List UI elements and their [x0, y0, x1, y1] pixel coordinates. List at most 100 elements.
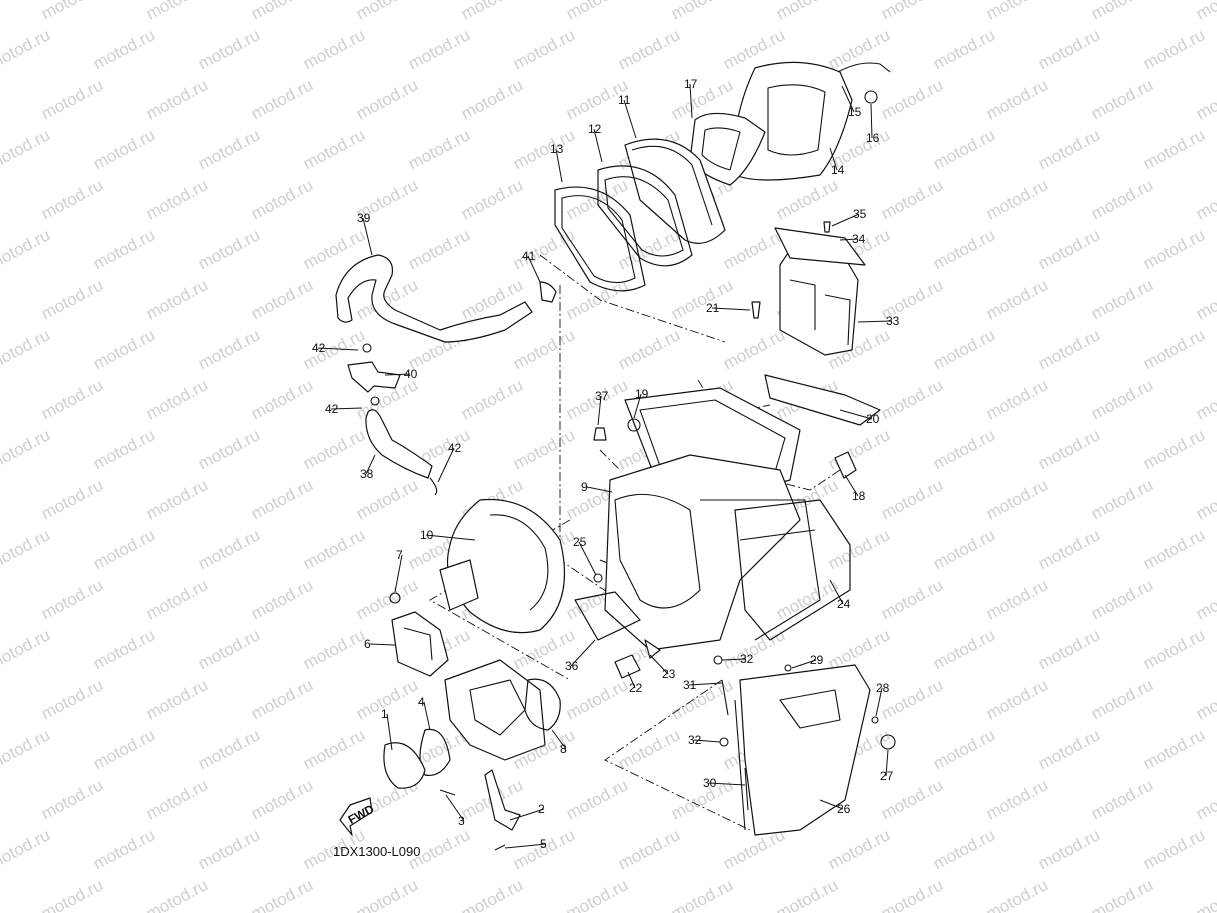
- watermark-text: motod.ru: [0, 75, 1, 123]
- watermark-text: motod.ru: [405, 125, 473, 173]
- leader-line: [597, 395, 602, 426]
- leader-line: [509, 808, 545, 821]
- watermark-text: motod.ru: [248, 675, 316, 723]
- watermark-text: motod.ru: [38, 775, 106, 823]
- watermark-text: motod.ru: [878, 175, 946, 223]
- leader-line: [394, 554, 403, 593]
- watermark-text: motod.ru: [143, 475, 211, 523]
- watermark-text: motod.ru: [983, 75, 1051, 123]
- callout-40: 40: [404, 367, 418, 381]
- watermark-text: motod.ru: [510, 25, 578, 73]
- side-cover-group: [721, 664, 896, 836]
- watermark-text: motod.ru: [668, 675, 736, 723]
- callout-33: 33: [886, 314, 900, 328]
- watermark-text: motod.ru: [458, 75, 526, 123]
- watermark-text: motod.ru: [90, 225, 158, 273]
- callout-27: 27: [880, 769, 894, 783]
- watermark-text: motod.ru: [248, 275, 316, 323]
- watermark-text: motod.ru: [510, 325, 578, 373]
- leader-line: [386, 713, 393, 751]
- watermark-text: motod.ru: [615, 725, 683, 773]
- callout-labels: 1234567891011121314151617181920212223242…: [312, 77, 900, 851]
- watermark-text: motod.ru: [773, 875, 841, 913]
- watermark-text: motod.ru: [38, 375, 106, 423]
- callout-41: 41: [522, 249, 536, 263]
- callout-22: 22: [629, 681, 643, 695]
- watermark-text: motod.ru: [38, 0, 106, 24]
- leader-line: [708, 782, 746, 786]
- watermark-text: motod.ru: [458, 0, 526, 24]
- watermark-text: motod.ru: [563, 775, 631, 823]
- callout-5: 5: [540, 837, 547, 851]
- watermark-text: motod.ru: [143, 75, 211, 123]
- watermark-text: motod.ru: [38, 275, 106, 323]
- watermark-text: motod.ru: [38, 475, 106, 523]
- watermark-text: motod.ru: [248, 75, 316, 123]
- watermark-text: motod.ru: [195, 325, 263, 373]
- watermark-text: motod.ru: [1088, 475, 1156, 523]
- watermark-text: motod.ru: [0, 275, 1, 323]
- watermark-text: motod.ru: [0, 475, 1, 523]
- watermark-text: motod.ru: [0, 725, 53, 773]
- leader-line: [839, 409, 873, 420]
- watermark-text: motod.ru: [1140, 825, 1208, 873]
- watermark-text: motod.ru: [458, 875, 526, 913]
- watermark-text: motod.ru: [1140, 125, 1208, 173]
- watermark-text: motod.ru: [1140, 725, 1208, 773]
- watermark-text: motod.ru: [563, 675, 631, 723]
- watermark-text: motod.ru: [510, 425, 578, 473]
- watermark-text: motod.ru: [1088, 775, 1156, 823]
- watermark-text: motod.ru: [1035, 825, 1103, 873]
- watermark-text: motod.ru: [825, 425, 893, 473]
- watermark-text: motod.ru: [930, 725, 998, 773]
- watermark-text: motod.ru: [0, 525, 53, 573]
- leader-line: [791, 659, 817, 669]
- watermark-text: motod.ru: [300, 725, 368, 773]
- leader-line: [831, 213, 860, 227]
- watermark-text: motod.ru: [248, 875, 316, 913]
- callout-16: 16: [866, 131, 880, 145]
- watermark-text: motod.ru: [248, 475, 316, 523]
- callout-14: 14: [831, 163, 845, 177]
- watermark-text: motod.ru: [1035, 425, 1103, 473]
- watermark-text: motod.ru: [1035, 525, 1103, 573]
- callout-24: 24: [837, 597, 851, 611]
- leader-line: [649, 654, 669, 675]
- watermark-text: motod.ru: [1035, 125, 1103, 173]
- watermark-text: motod.ru: [143, 575, 211, 623]
- watermark-text: motod.ru: [1193, 75, 1217, 123]
- leader-line: [819, 799, 844, 810]
- watermark-text: motod.ru: [38, 875, 106, 913]
- watermark-text: motod.ru: [1088, 175, 1156, 223]
- watermark-text: motod.ru: [1088, 375, 1156, 423]
- watermark-text: motod.ru: [1193, 0, 1217, 24]
- watermark-text: motod.ru: [195, 525, 263, 573]
- watermark-text: motod.ru: [720, 325, 788, 373]
- leader-line: [885, 749, 889, 777]
- callout-29: 29: [810, 653, 824, 667]
- watermark-text: motod.ru: [1140, 625, 1208, 673]
- watermark-text: motod.ru: [983, 375, 1051, 423]
- leader-line: [689, 83, 693, 119]
- watermark-text: motod.ru: [248, 375, 316, 423]
- watermark-text: motod.ru: [1140, 225, 1208, 273]
- watermark-text: motod.ru: [405, 25, 473, 73]
- leader-line: [829, 147, 838, 171]
- watermark-text: motod.ru: [510, 225, 578, 273]
- callout-4: 4: [418, 695, 425, 709]
- callout-15: 15: [848, 105, 862, 119]
- watermark-text: motod.ru: [248, 775, 316, 823]
- leader-line: [875, 687, 883, 717]
- callout-25: 25: [573, 535, 587, 549]
- watermark-text: motod.ru: [878, 375, 946, 423]
- watermark-text: motod.ru: [563, 875, 631, 913]
- callout-32: 32: [688, 733, 702, 747]
- watermark-text: motod.ru: [0, 175, 1, 223]
- leader-line: [362, 217, 373, 256]
- leader-line: [623, 99, 637, 139]
- watermark-text: motod.ru: [1088, 0, 1156, 24]
- leader-line: [839, 238, 859, 241]
- watermark-text: motod.ru: [353, 475, 421, 523]
